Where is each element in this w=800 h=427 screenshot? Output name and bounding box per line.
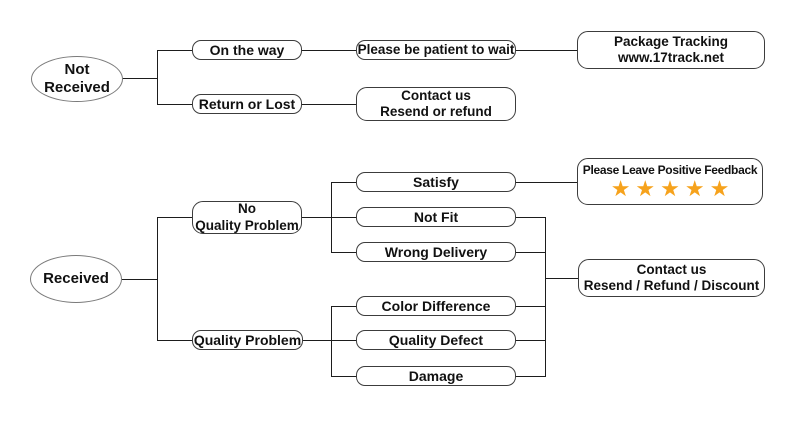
node-satisfy: Satisfy: [356, 172, 516, 192]
node-on-the-way: On the way: [192, 40, 302, 60]
five-star-rating-icon: ★★★★★: [610, 177, 735, 203]
connector-line: [331, 182, 356, 183]
connector-line: [331, 306, 332, 376]
node-please-be-patient: Please be patient to wait: [356, 40, 516, 60]
node-no-quality-problem-label-line2: Quality Problem: [195, 217, 299, 233]
node-quality-defect: Quality Defect: [356, 330, 516, 350]
node-not-received-label-line1: Not: [64, 61, 90, 78]
node-package-tracking-label-line1: Package Tracking: [613, 33, 729, 49]
node-quality-problem-label: Quality Problem: [193, 331, 302, 348]
node-received: Received: [30, 255, 122, 303]
connector-line: [157, 50, 192, 51]
node-damage-label: Damage: [408, 367, 464, 384]
node-contact-us-label-line1: Contact us: [401, 87, 471, 103]
node-satisfy-label: Satisfy: [413, 173, 459, 190]
node-on-the-way-label: On the way: [209, 41, 285, 58]
node-contact-us-2-label-line1: Contact us: [636, 261, 707, 277]
node-damage: Damage: [356, 366, 516, 386]
node-positive-feedback: Please Leave Positive Feedback ★★★★★: [577, 158, 763, 205]
connector-line: [331, 306, 356, 307]
node-not-received: Not Received: [31, 56, 123, 102]
connector-line: [302, 104, 356, 105]
node-not-received-label-line2: Received: [44, 79, 110, 96]
connector-line: [302, 217, 356, 218]
node-not-fit-label: Not Fit: [413, 208, 459, 225]
connector-line: [545, 217, 546, 377]
connector-line: [331, 182, 332, 252]
connector-line: [157, 217, 192, 218]
node-color-difference-label: Color Difference: [381, 297, 491, 314]
connector-line: [516, 252, 545, 253]
connector-line: [331, 252, 356, 253]
connector-line: [302, 340, 356, 341]
connector-line: [331, 376, 356, 377]
node-quality-defect-label: Quality Defect: [388, 331, 484, 348]
connector-line: [545, 278, 578, 279]
node-please-be-patient-label: Please be patient to wait: [357, 41, 515, 57]
connector-line: [157, 50, 158, 105]
connector-line: [157, 340, 192, 341]
node-wrong-delivery-label: Wrong Delivery: [384, 243, 488, 260]
connector-line: [516, 340, 545, 341]
node-contact-us-2-label-line2: Resend / Refund / Discount: [583, 278, 760, 293]
connector-line: [122, 78, 157, 79]
connector-line: [516, 376, 545, 377]
connector-line: [157, 217, 158, 340]
node-contact-us-label-line2: Resend or refund: [380, 104, 492, 119]
node-return-or-lost-label: Return or Lost: [198, 95, 296, 112]
node-not-fit: Not Fit: [356, 207, 516, 227]
node-no-quality-problem-label-line1: No: [238, 201, 256, 217]
node-contact-us-resend-refund: Contact us Resend or refund: [356, 87, 516, 121]
node-return-or-lost: Return or Lost: [192, 94, 302, 114]
node-positive-feedback-label: Please Leave Positive Feedback: [582, 162, 758, 177]
connector-line: [157, 104, 192, 105]
node-contact-us-resend-refund-discount: Contact us Resend / Refund / Discount: [578, 259, 765, 297]
node-no-quality-problem: No Quality Problem: [192, 201, 302, 234]
node-quality-problem: Quality Problem: [192, 330, 303, 350]
node-package-tracking: Package Tracking www.17track.net: [577, 31, 765, 69]
node-package-tracking-label-line2: www.17track.net: [617, 50, 725, 65]
connector-line: [516, 306, 545, 307]
connector-line: [302, 50, 356, 51]
node-received-label: Received: [43, 270, 109, 287]
connector-line: [516, 182, 577, 183]
node-color-difference: Color Difference: [356, 296, 516, 316]
node-wrong-delivery: Wrong Delivery: [356, 242, 516, 262]
connector-line: [516, 217, 545, 218]
connector-line: [516, 50, 577, 51]
connector-line: [122, 279, 157, 280]
